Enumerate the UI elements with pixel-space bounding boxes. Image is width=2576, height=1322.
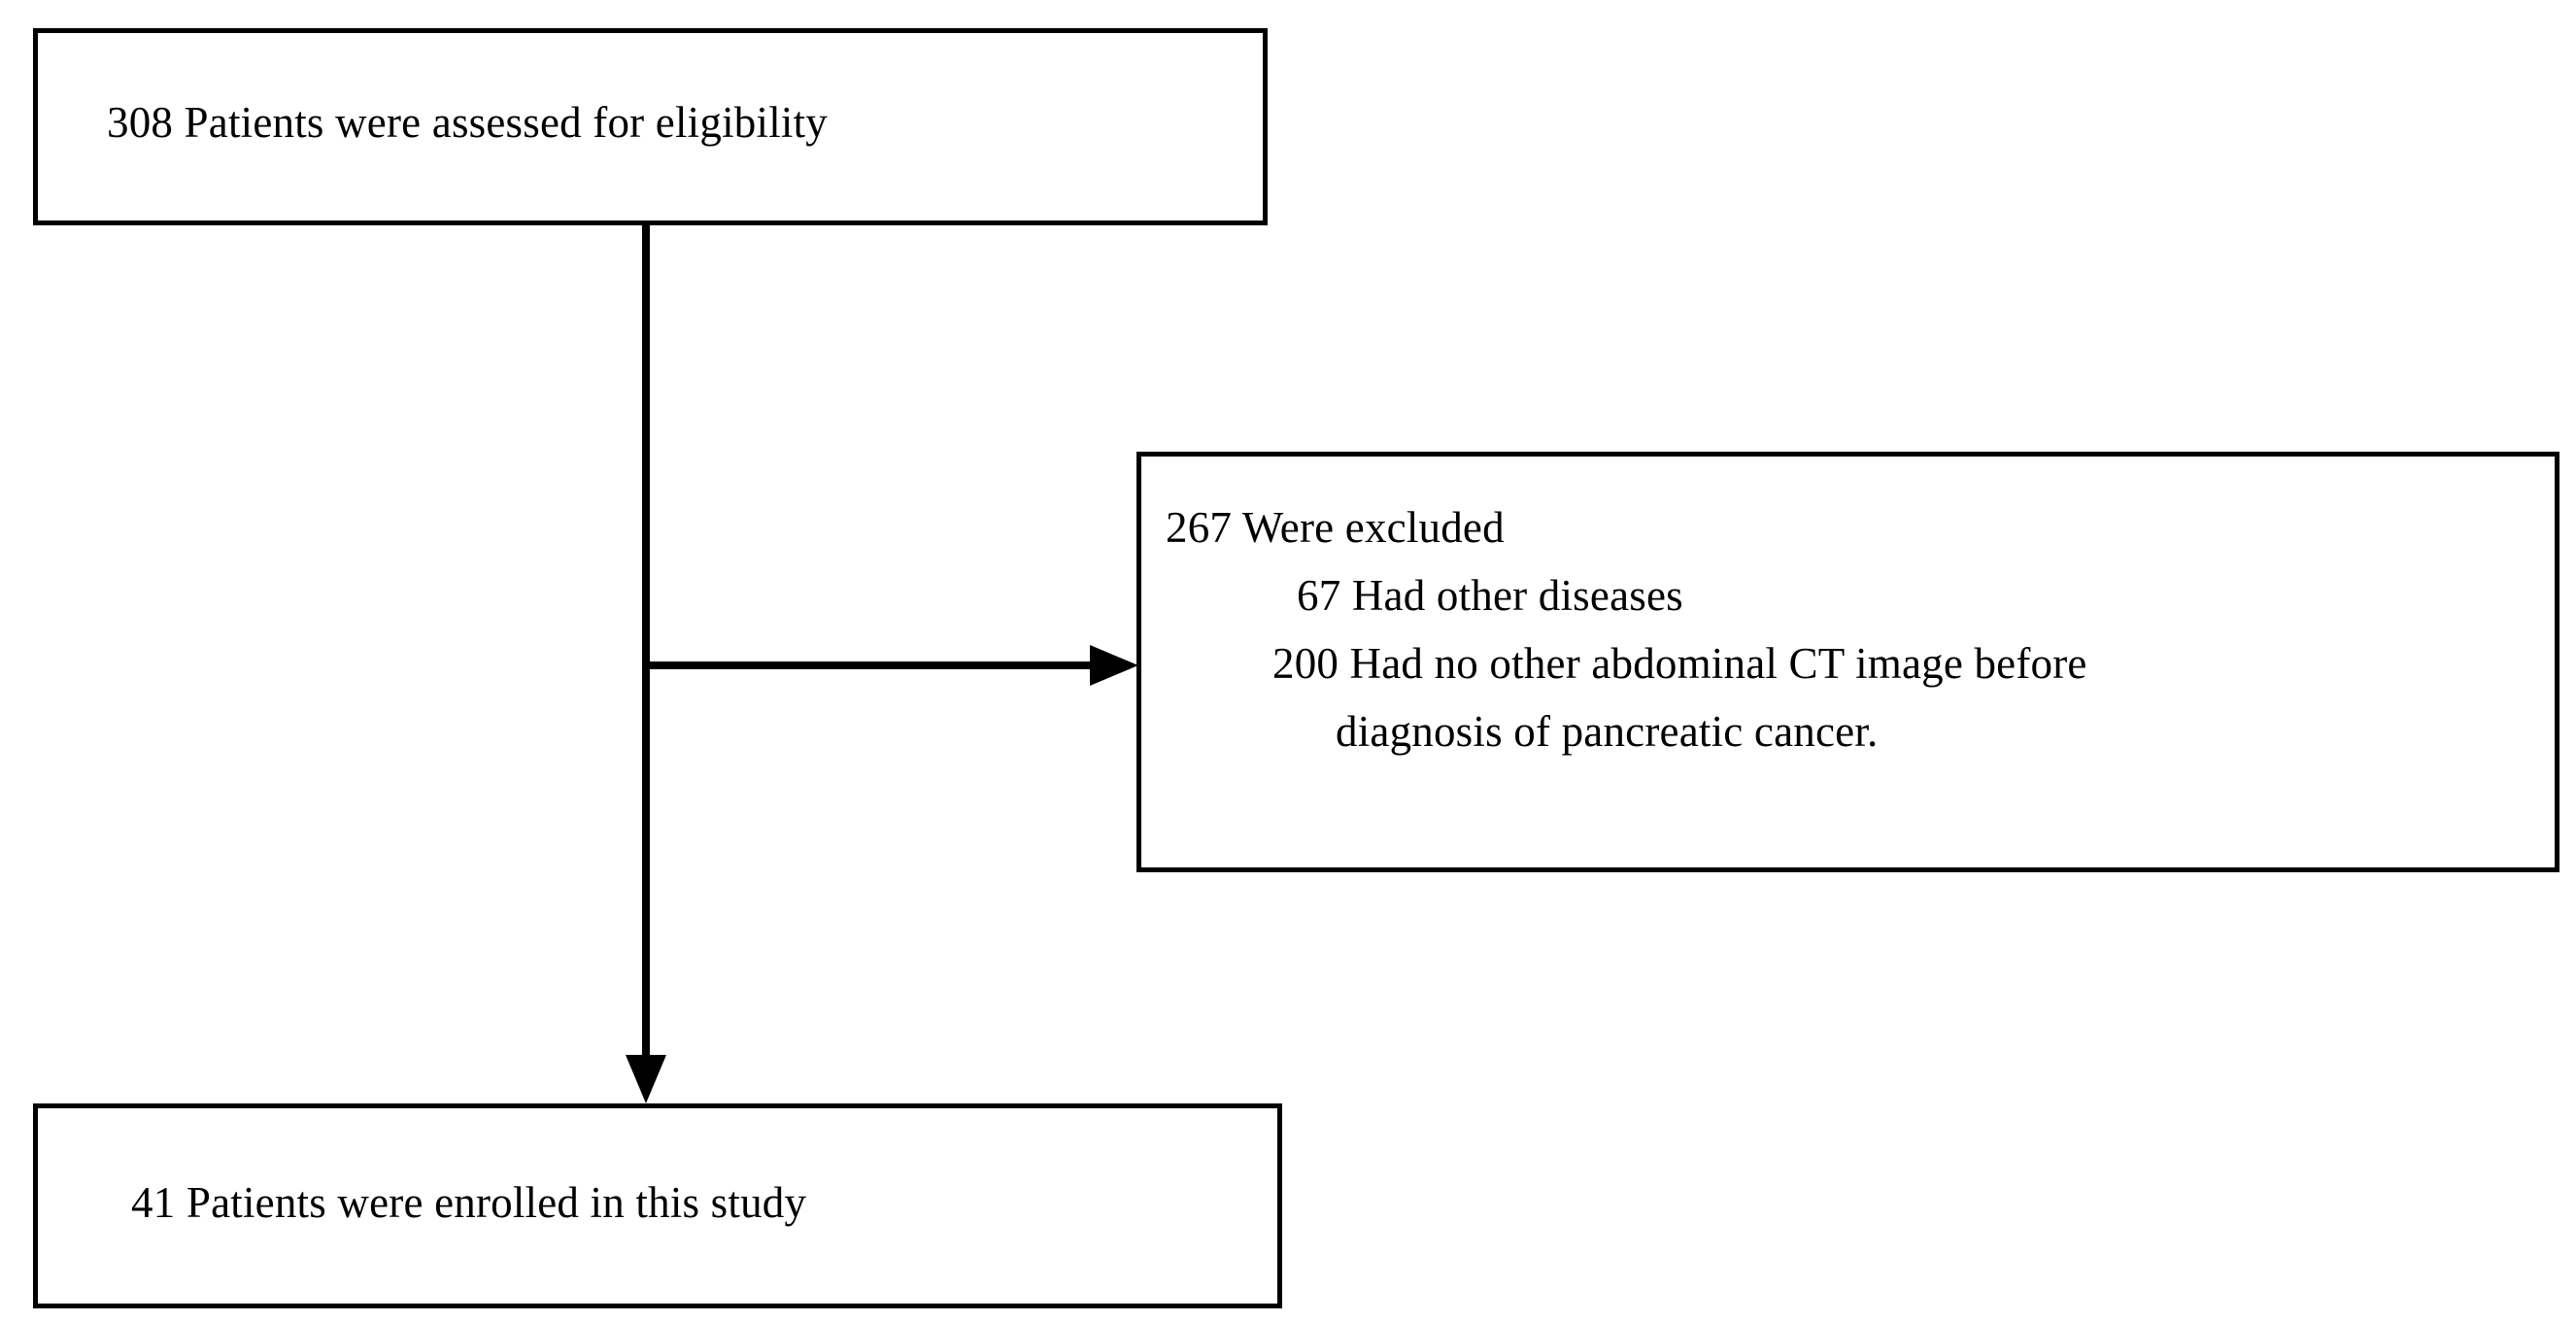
- excluded-reason-no-ct-image: 200 Had no other abdominal CT image befo…: [1272, 639, 2087, 688]
- excluded-box: 267 Were excluded 67 Had other diseases …: [1136, 452, 2559, 872]
- assessed-for-eligibility-label: 308 Patients were assessed for eligibili…: [107, 98, 829, 147]
- excluded-reason-other-diseases: 67 Had other diseases: [1297, 571, 1683, 620]
- right-arrowhead-icon: [1090, 645, 1138, 686]
- excluded-heading-label: 267 Were excluded: [1166, 503, 1505, 552]
- assessed-for-eligibility-box: 308 Patients were assessed for eligibili…: [33, 28, 1268, 225]
- excluded-reason-no-ct-image-continued: diagnosis of pancreatic cancer.: [1336, 707, 1879, 756]
- enrolled-in-study-box: 41 Patients were enrolled in this study: [33, 1103, 1282, 1308]
- down-arrowhead-icon: [626, 1055, 666, 1103]
- enrolled-in-study-label: 41 Patients were enrolled in this study: [131, 1178, 807, 1227]
